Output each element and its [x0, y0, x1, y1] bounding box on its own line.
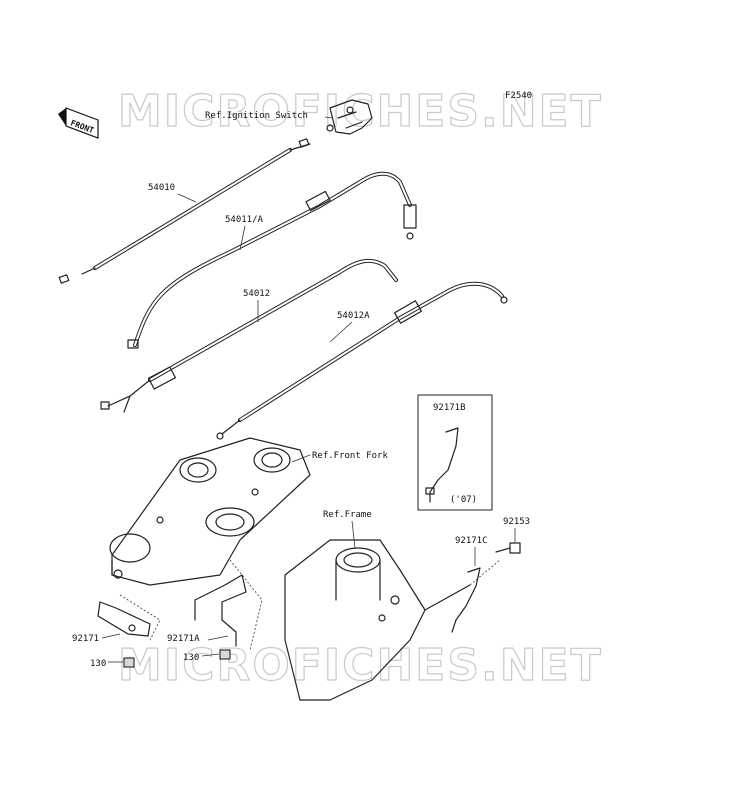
cable-54011a	[127, 171, 417, 349]
label-130-right: 130	[183, 653, 199, 663]
frame-head	[284, 539, 471, 701]
upper-triple-clamp	[109, 437, 311, 586]
clamp-92171c	[451, 567, 481, 633]
label-92153: 92153	[503, 517, 530, 527]
label-130-left: 130	[90, 659, 106, 669]
watermark-bottom: MICROFICHES.NET	[118, 640, 603, 691]
cable-54012	[100, 258, 398, 413]
inset-box-92171b	[417, 394, 493, 511]
label-92171a: 92171A	[167, 634, 200, 644]
clamp-92171	[97, 601, 151, 637]
front-arrow-icon: FRONT	[58, 107, 99, 139]
bolt-92153	[495, 542, 521, 554]
clamp-92171a	[194, 574, 247, 647]
cable-54012a	[216, 281, 508, 440]
label-ref-frame: Ref.Frame	[323, 510, 372, 520]
label-year-07: ('07)	[450, 495, 477, 505]
label-ref-ignition-switch: Ref.Ignition Switch	[205, 111, 308, 121]
cable-54010	[58, 138, 311, 284]
label-92171c: 92171C	[455, 536, 488, 546]
bolt-130-left	[123, 657, 135, 668]
ignition-switch-bracket	[326, 99, 373, 135]
label-92171b: 92171B	[433, 403, 466, 413]
bolt-130-right	[219, 649, 231, 660]
label-92171: 92171	[72, 634, 99, 644]
label-54011a: 54011/A	[225, 215, 264, 225]
label-54010: 54010	[148, 183, 175, 193]
label-ref-front-fork: Ref.Front Fork	[312, 451, 388, 461]
diagram-code: F2540	[505, 91, 532, 101]
label-54012: 54012	[243, 289, 270, 299]
label-54012a: 54012A	[337, 311, 370, 321]
